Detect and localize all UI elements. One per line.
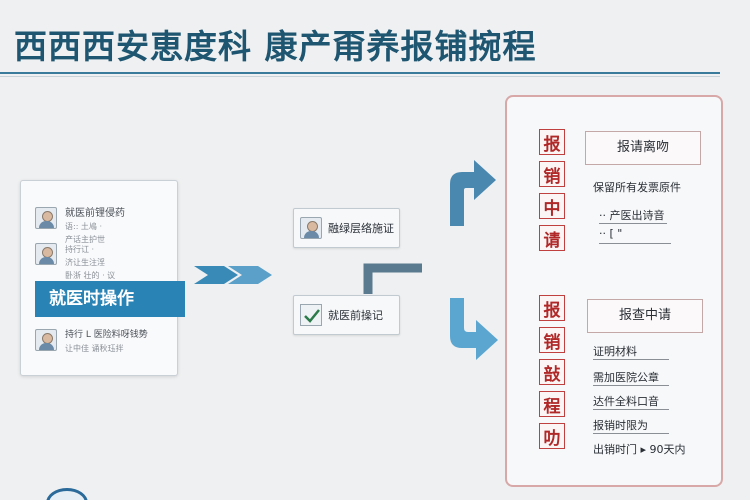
process-vertical-label: 报 销 㪗 程 叻 [539, 295, 565, 455]
box-2-item: 证明材料 [593, 345, 637, 358]
pre-visit-card: 就医前锂侵药 语:: 土鳰 · 产话主护世 持行讧 · 济让生注淫 卧浙 壮的 … [20, 180, 185, 376]
box-1-title: 报请离吻 [616, 140, 669, 155]
vertical-char: 报 [539, 129, 565, 155]
page-title: 西西西安恵度科 康产甭养报铺捥程 [14, 27, 537, 66]
card-row-1-sub2: 产话主护世 [65, 235, 105, 244]
box-1-item: ·· [ " [599, 227, 623, 240]
arrow-up-right-icon [450, 160, 496, 226]
card-row-3-title: 持行 L 医险料呀钱势 [65, 330, 148, 340]
card-row-1-sub: 语:: 土鳰 · [65, 222, 103, 231]
person-icon [35, 329, 57, 351]
box-1-item: 保留所有发票原件 [593, 181, 681, 194]
person-icon [300, 217, 322, 239]
card-row-2-sub2: 卧浙 壮的 · 议 [65, 271, 116, 280]
card-row-1-title: 就医前锂侵药 [65, 208, 125, 219]
vertical-char: 程 [539, 391, 565, 417]
during-visit-banner: 就医时操作 [35, 281, 185, 317]
box-1-header: 报请离吻 [585, 131, 701, 165]
card-row-1: 就医前锂侵药 语:: 土鳰 · 产话主护世 [35, 207, 125, 246]
box-2-header: 报查中请 [587, 299, 703, 333]
underline [599, 223, 667, 224]
step-box-register: 就医前操记 [293, 295, 400, 335]
person-icon [35, 243, 57, 265]
vertical-char: 销 [539, 161, 565, 187]
box-2-title: 报查中请 [618, 308, 671, 323]
vertical-char: 叻 [539, 423, 565, 449]
badge-icon [46, 488, 88, 500]
vertical-char: 㪗 [539, 359, 565, 385]
step-label-register: 就医前操记 [328, 309, 383, 322]
box-2-item: 报销时限为 [593, 419, 648, 432]
card-row-2-sub: 济让生注淫 [65, 258, 105, 267]
arrow-down-right-icon [450, 298, 498, 360]
box-2-item: 达件全料口音 [593, 395, 659, 408]
card-row-2: 持行讧 · 济让生注淫 卧浙 壮的 · 议 [35, 243, 115, 282]
box-1-item: ·· 产医出诗音 [599, 209, 665, 222]
vertical-char: 请 [539, 225, 565, 251]
title-rule [0, 72, 720, 74]
checkmark-icon [300, 304, 322, 326]
vertical-char: 报 [539, 295, 565, 321]
underline [593, 409, 669, 410]
card-row-2-title: 持行讧 · [65, 245, 95, 254]
double-arrow-icon [194, 266, 272, 284]
underline [593, 359, 669, 360]
underline [599, 243, 671, 244]
box-2-item: 出销时门 ▸ 90天内 [593, 443, 686, 456]
card-row-3: 持行 L 医险料呀钱势 让中佳 诵秋珏拌 [35, 329, 148, 355]
vertical-char: 销 [539, 327, 565, 353]
apply-vertical-label: 报 销 中 请 [539, 129, 565, 257]
underline [593, 433, 669, 434]
box-2-item: 需加医院公章 [593, 371, 659, 384]
step-box-verify: 融绿层络施证 [293, 208, 400, 248]
card-row-3-sub: 让中佳 诵秋珏拌 [65, 344, 124, 353]
vertical-char: 中 [539, 193, 565, 219]
title-rule-thin [0, 76, 720, 77]
reimbursement-panel: 报 销 中 请 报 销 㪗 程 叻 报请离吻 保留所有发票原件 ·· 产医出诗音… [505, 95, 723, 487]
step-label-verify: 融绿层络施证 [328, 222, 394, 235]
person-icon [35, 207, 57, 229]
underline [593, 385, 669, 386]
connector-line [363, 263, 422, 294]
